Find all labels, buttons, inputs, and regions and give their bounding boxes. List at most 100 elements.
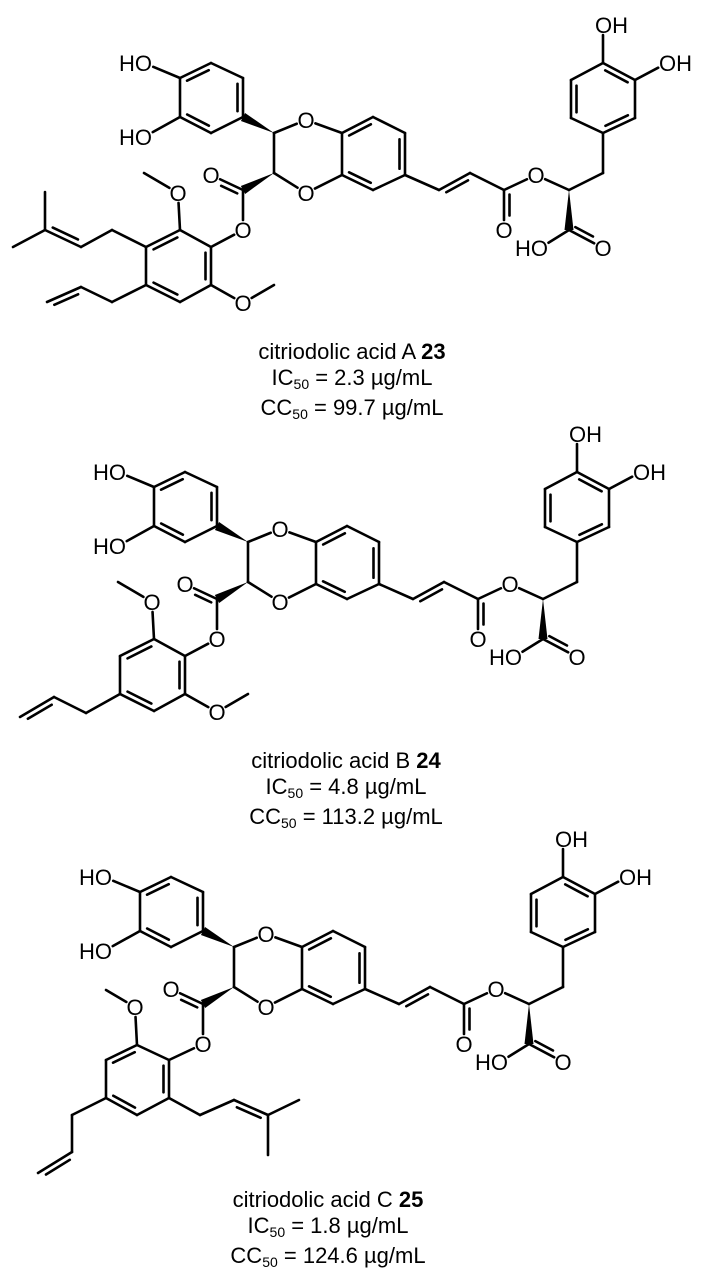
bond [183,470,219,489]
bond [437,171,472,192]
double-bond-line [152,236,179,251]
bond [300,987,335,1006]
atom-label-ho: HO [79,865,112,890]
bond [529,930,565,949]
bond [345,582,381,601]
bond [601,116,637,135]
bond [371,115,407,135]
double-bond-line [548,634,569,647]
double-bond-line [534,1039,555,1052]
atom-label-o: O [257,922,274,947]
bond [116,580,145,599]
compound-a-caption: citriodolic acid A 23 IC50 = 2.3 µg/mL C… [172,339,532,421]
bond [561,875,597,896]
wedge-bond [214,582,248,603]
double-bond-line [574,225,595,238]
bond [527,1042,556,1059]
atom-label-o: O [126,995,143,1020]
bond [79,228,114,249]
bond [272,122,299,135]
atom-label-ho: HO [119,51,152,76]
bond [575,470,611,491]
double-bond-line [563,883,589,898]
bond [521,637,545,654]
atom-label-oh: OH [633,460,666,485]
atom-label-o: O [297,181,314,206]
compound-name: citriodolic acid C 25 [232,1187,424,1212]
wedge-bond [200,987,234,1008]
bond [84,692,122,715]
compound-c-caption: citriodolic acid C 25 IC50 = 1.8 µg/mL C… [148,1187,508,1269]
bond [192,586,219,601]
bond [442,580,480,601]
bond [110,228,148,249]
bond [569,116,605,135]
bond [11,228,47,249]
bond [152,470,187,489]
bond [52,695,88,715]
double-bond-line [564,927,590,942]
bond [151,610,156,641]
atom-label-ho: HO [119,125,152,150]
bond [287,582,318,599]
bond [462,991,489,1006]
atom-label-o: O [234,218,251,243]
bond [118,637,156,658]
double-bond-line [577,478,603,493]
bond [314,582,349,601]
ic50-value: IC50 = 2.3 µg/mL [271,365,433,392]
double-bond-line [219,184,239,195]
bond [503,991,531,1006]
bond [198,1098,236,1117]
bond [144,283,182,304]
bond [232,985,259,1004]
bond [377,582,415,601]
bond [104,1043,139,1062]
bond [340,173,375,192]
bond [178,283,213,304]
bond [177,201,182,232]
bond [135,1096,171,1117]
bond [183,524,219,544]
bond [178,991,205,1006]
double-bond-line [347,170,373,185]
bond [561,930,597,949]
bond [178,115,213,135]
bond [543,470,579,491]
bond [232,1098,270,1117]
bond [18,695,56,719]
atom-label-o: O [554,1050,571,1075]
atom-label-ho: HO [475,1050,508,1075]
bond [601,61,637,82]
bond [43,228,83,249]
atom-label-o: O [568,645,585,670]
cc50-value: CC50 = 113.2 µg/mL [249,804,443,831]
bond [575,525,611,544]
bond [138,929,173,949]
bond [111,929,142,948]
wedge-bond [200,927,234,947]
double-bond-line [126,690,153,705]
bond [152,692,187,713]
bond [529,875,565,896]
bond [340,115,375,135]
atom-label-ho: HO [515,236,548,261]
atom-label-o: O [162,977,179,1002]
atom-label-o: O [257,995,274,1020]
bond [502,177,529,192]
bond [209,283,236,300]
double-bond-line [604,113,630,128]
double-bond-line [179,998,199,1009]
bond [543,525,579,544]
double-bond-line [235,1105,262,1120]
atom-label-o: O [169,181,186,206]
bond [250,283,276,300]
ic50-value: IC50 = 1.8 µg/mL [247,1213,409,1240]
double-bond-line [111,1050,137,1065]
double-bond-line [185,68,211,83]
bond [345,524,381,544]
double-bond-line [444,179,470,194]
atom-label-o: O [202,163,219,188]
